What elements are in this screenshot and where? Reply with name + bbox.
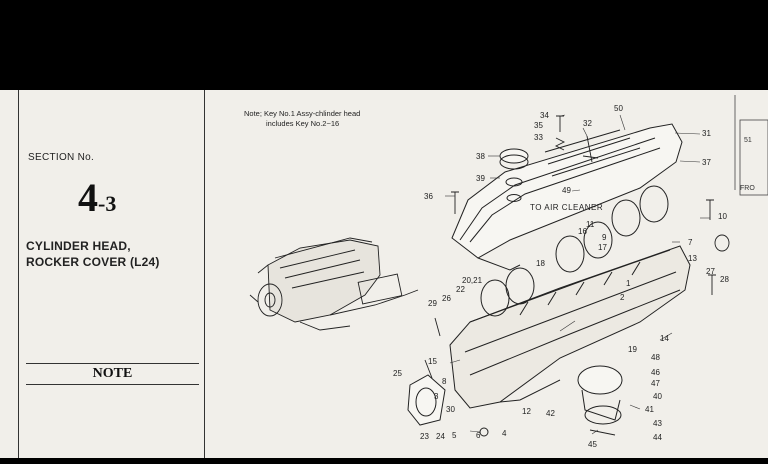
engine-assembly-illustration bbox=[249, 237, 419, 331]
fastener-illustrations bbox=[424, 115, 730, 379]
edge-fragment-51: 51 bbox=[744, 137, 752, 144]
cylinder-head-illustration bbox=[449, 185, 691, 409]
rocker-cover-illustration bbox=[451, 123, 683, 271]
callout-48: 48 bbox=[651, 353, 660, 362]
edge-fragment-fro: FRO bbox=[740, 185, 755, 192]
callout-34: 34 bbox=[540, 111, 549, 120]
callout-6: 6 bbox=[476, 431, 481, 440]
note-rule-bottom bbox=[26, 384, 199, 385]
callout-22: 22 bbox=[456, 285, 465, 294]
callout-27: 27 bbox=[706, 267, 715, 276]
left-margin-rule bbox=[18, 90, 19, 458]
callout-17: 17 bbox=[598, 243, 607, 252]
callout-10: 10 bbox=[718, 212, 727, 221]
callout-44: 44 bbox=[653, 433, 662, 442]
adjacent-page-fragment bbox=[734, 95, 768, 196]
callout-49: 49 bbox=[562, 186, 571, 195]
callout-37: 37 bbox=[702, 158, 711, 167]
callout-14: 14 bbox=[660, 334, 669, 343]
front-cover-illustration bbox=[407, 374, 489, 437]
callout-7: 7 bbox=[688, 238, 693, 247]
callout-40: 40 bbox=[653, 392, 662, 401]
section-title-line1: CYLINDER HEAD, bbox=[26, 239, 131, 253]
callout-13: 13 bbox=[688, 254, 697, 263]
parts-catalog-page: SECTION No. 4-3 CYLINDER HEAD, ROCKER CO… bbox=[0, 90, 768, 458]
note-heading: NOTE bbox=[92, 366, 133, 381]
callout-45: 45 bbox=[588, 440, 597, 449]
callout-25: 25 bbox=[393, 369, 402, 378]
leader-lines bbox=[445, 114, 712, 435]
callout-46: 46 bbox=[651, 368, 660, 377]
callout-11: 11 bbox=[586, 220, 595, 229]
callout-26: 26 bbox=[442, 294, 451, 303]
callout-50: 50 bbox=[614, 104, 623, 113]
callout-8: 8 bbox=[442, 377, 447, 386]
callout-12: 12 bbox=[522, 407, 531, 416]
callout-32: 32 bbox=[583, 119, 592, 128]
callout-19: 19 bbox=[628, 345, 637, 354]
callout-1: 1 bbox=[626, 279, 631, 288]
column-divider bbox=[204, 90, 205, 458]
callout-30: 30 bbox=[446, 405, 455, 414]
exploded-parts-diagram: 51 FRO bbox=[249, 95, 768, 449]
callout-36: 36 bbox=[424, 192, 433, 201]
callout-4: 4 bbox=[502, 429, 507, 438]
key-note: Note; Key No.1 Assy-chlinder head includ… bbox=[244, 109, 360, 129]
callout-9: 9 bbox=[602, 233, 607, 242]
callout-20-21: 20,21 bbox=[462, 276, 483, 285]
callout-3: 3 bbox=[434, 392, 439, 401]
callout-35: 35 bbox=[534, 121, 543, 130]
callout-18: 18 bbox=[536, 259, 545, 268]
callout-2: 2 bbox=[620, 293, 625, 302]
callout-41: 41 bbox=[645, 405, 654, 414]
section-number-minor: -3 bbox=[98, 191, 117, 216]
note-rule-top bbox=[26, 363, 199, 364]
callout-5: 5 bbox=[452, 431, 457, 440]
callout-24: 24 bbox=[436, 432, 445, 441]
key-note-line1: Note; Key No.1 Assy-chlinder head bbox=[244, 109, 361, 118]
callout-23: 23 bbox=[420, 432, 429, 441]
section-title: CYLINDER HEAD, ROCKER COVER (L24) bbox=[26, 238, 160, 270]
callout-29: 29 bbox=[428, 299, 437, 308]
callout-38: 38 bbox=[476, 152, 485, 161]
callout-39: 39 bbox=[476, 174, 485, 183]
section-label: SECTION No. bbox=[28, 152, 95, 163]
callout-16: 16 bbox=[578, 227, 587, 236]
section-number: 4-3 bbox=[78, 174, 116, 221]
callout-31: 31 bbox=[702, 129, 711, 138]
section-number-major: 4 bbox=[78, 175, 98, 220]
thermostat-housing-illustration bbox=[577, 365, 623, 436]
callout-15: 15 bbox=[428, 357, 437, 366]
callout-33: 33 bbox=[534, 133, 543, 142]
callout-47: 47 bbox=[651, 379, 660, 388]
key-note-line2: includes Key No.2~16 bbox=[266, 119, 340, 128]
air-cleaner-label: TO AIR CLEANER bbox=[530, 203, 603, 212]
section-title-line2: ROCKER COVER (L24) bbox=[26, 255, 160, 269]
callout-28: 28 bbox=[720, 275, 729, 284]
callout-42: 42 bbox=[546, 409, 555, 418]
callout-numbers: 3435333250313837394936111691071813272820… bbox=[393, 104, 729, 449]
callout-43: 43 bbox=[653, 419, 662, 428]
